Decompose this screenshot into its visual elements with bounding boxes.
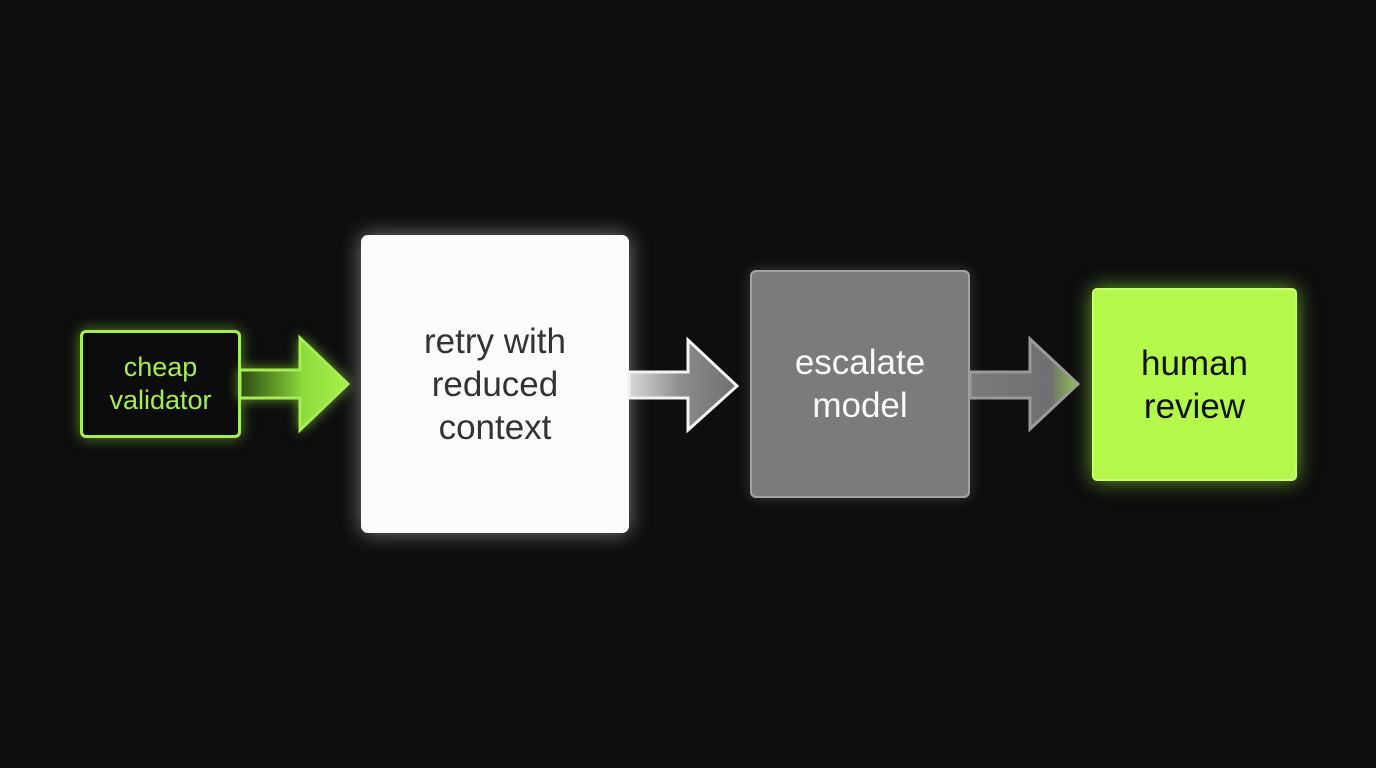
node-label: model: [812, 386, 908, 425]
escalate-model-node: escalate model: [750, 270, 970, 498]
arrow-right-icon: [627, 336, 740, 434]
node-label: human: [1140, 343, 1249, 383]
node-label: cheap: [123, 352, 198, 382]
node-label: reduced: [431, 364, 559, 404]
node-label: retry with: [424, 321, 566, 361]
node-label: escalate: [794, 343, 926, 382]
node-label: validator: [109, 385, 212, 415]
arrow-right-icon: [968, 335, 1081, 433]
node-label: context: [438, 407, 552, 447]
arrow-right-icon: [238, 334, 351, 434]
node-label: review: [1143, 386, 1246, 426]
